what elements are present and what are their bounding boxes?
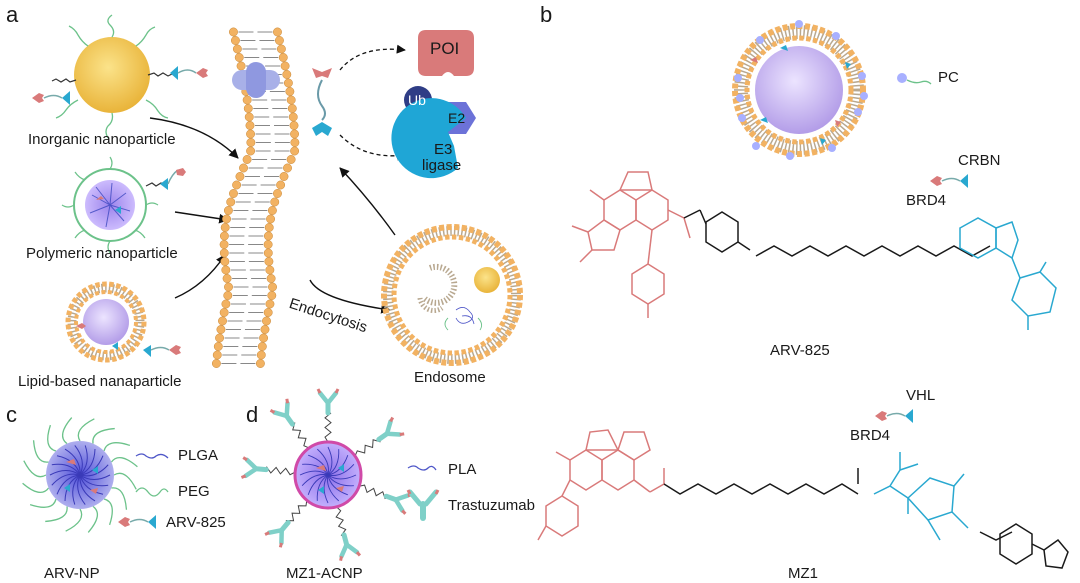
- peg-legend-icon: [135, 487, 169, 497]
- e3-ligase: [391, 98, 466, 179]
- polymeric-nanoparticle: [61, 156, 167, 254]
- label-pla: PLA: [448, 461, 477, 478]
- panel-label-d: d: [246, 402, 259, 427]
- pla-legend-icon: [407, 465, 437, 471]
- label-inorganic: Inorganic nanoparticle: [28, 131, 176, 148]
- panel-label-c: c: [6, 402, 17, 427]
- endosome: [381, 224, 523, 366]
- poi-protein: [418, 30, 474, 76]
- label-pc: PC: [938, 69, 959, 86]
- label-trastuzumab: Trastuzumab: [448, 497, 535, 514]
- plga-legend-icon: [135, 453, 169, 459]
- trastuzumab-legend-icon: [406, 489, 440, 521]
- label-brd4-bottom: BRD4: [850, 427, 891, 444]
- label-e2: E2: [448, 110, 466, 126]
- protac-icon-b1: [930, 174, 968, 188]
- label-vhl: VHL: [906, 387, 936, 404]
- label-peg: PEG: [178, 483, 210, 500]
- label-poi: POI: [430, 39, 460, 58]
- label-mz1: MZ1: [788, 565, 818, 582]
- label-e3-line2: ligase: [422, 157, 462, 174]
- inorganic-nanoparticle: [51, 14, 173, 139]
- free-protac: [312, 68, 332, 136]
- panel-label-b: b: [540, 2, 553, 27]
- label-plga: PLGA: [178, 447, 219, 464]
- label-polymeric: Polymeric nanoparticle: [26, 245, 178, 262]
- label-endosome: Endosome: [414, 369, 486, 386]
- protac-icon-a2: [32, 91, 70, 105]
- label-e3-line1: E3: [434, 141, 453, 158]
- cell-membrane: [211, 27, 300, 368]
- protac-icon-a4: [143, 345, 181, 357]
- mz1-acnp-particle: [240, 388, 413, 561]
- protac-icon-c: [118, 515, 156, 529]
- protac-icon-b2: [875, 409, 913, 423]
- label-mz1-acnp: MZ1-ACNP: [286, 565, 363, 582]
- label-lipid: Lipid-based nanaparticle: [18, 373, 182, 390]
- arv825-structure: [571, 171, 1057, 330]
- panel-label-a: a: [6, 2, 19, 27]
- uptake-arrows: [149, 117, 396, 314]
- pc-lipid-icon: [897, 73, 932, 85]
- protac-icon-a1: [170, 66, 208, 80]
- label-arv825-b: ARV-825: [770, 342, 830, 359]
- pc-liposome: [732, 20, 868, 160]
- arv-np-particle: [22, 417, 138, 533]
- membrane-channel: [232, 62, 280, 98]
- mz1-structure: [537, 429, 1069, 569]
- label-ub: Ub: [408, 92, 426, 108]
- label-crbn: CRBN: [958, 152, 1001, 169]
- label-brd4-top: BRD4: [906, 192, 947, 209]
- label-arv825-c: ARV-825: [166, 514, 226, 531]
- lipid-nanoparticle: [65, 281, 147, 363]
- label-arv-np: ARV-NP: [44, 565, 100, 582]
- protac-icon-a3: [160, 168, 186, 190]
